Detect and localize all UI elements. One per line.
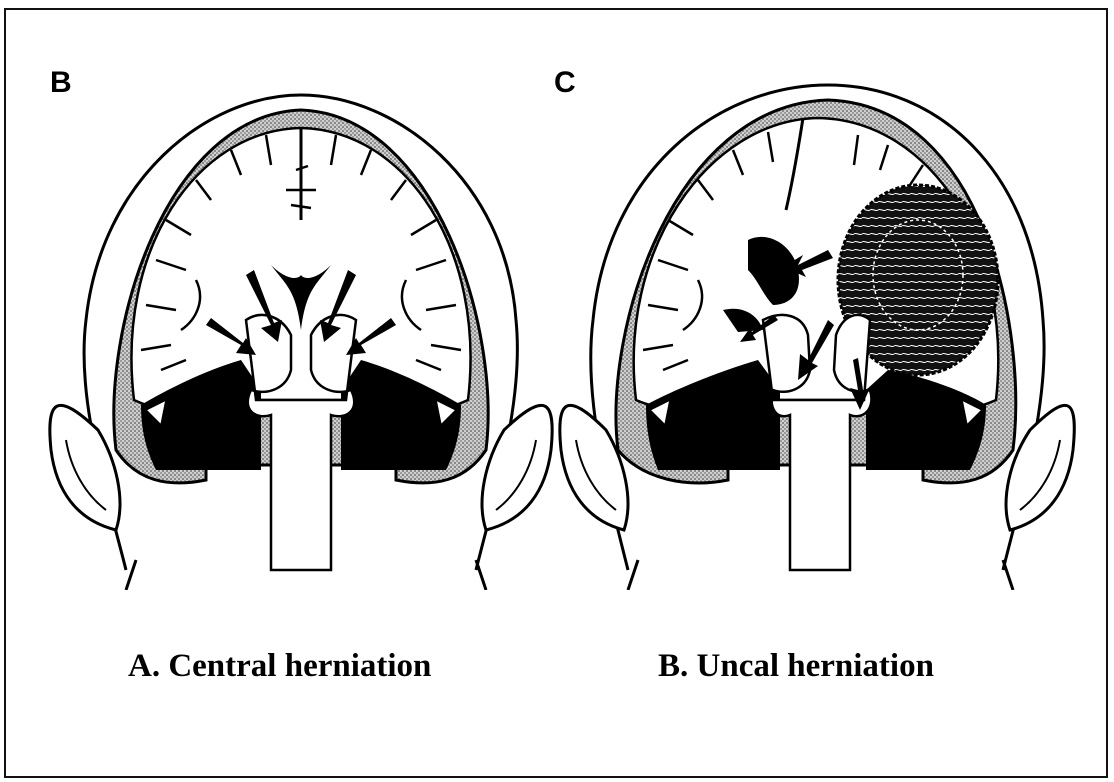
- figure-frame: B C: [4, 8, 1108, 778]
- uncal-herniation-illustration: [558, 70, 1078, 590]
- uncal-herniation-caption: B. Uncal herniation: [658, 650, 934, 683]
- central-herniation-caption: A. Central herniation: [128, 650, 431, 683]
- central-herniation-illustration: [46, 70, 566, 590]
